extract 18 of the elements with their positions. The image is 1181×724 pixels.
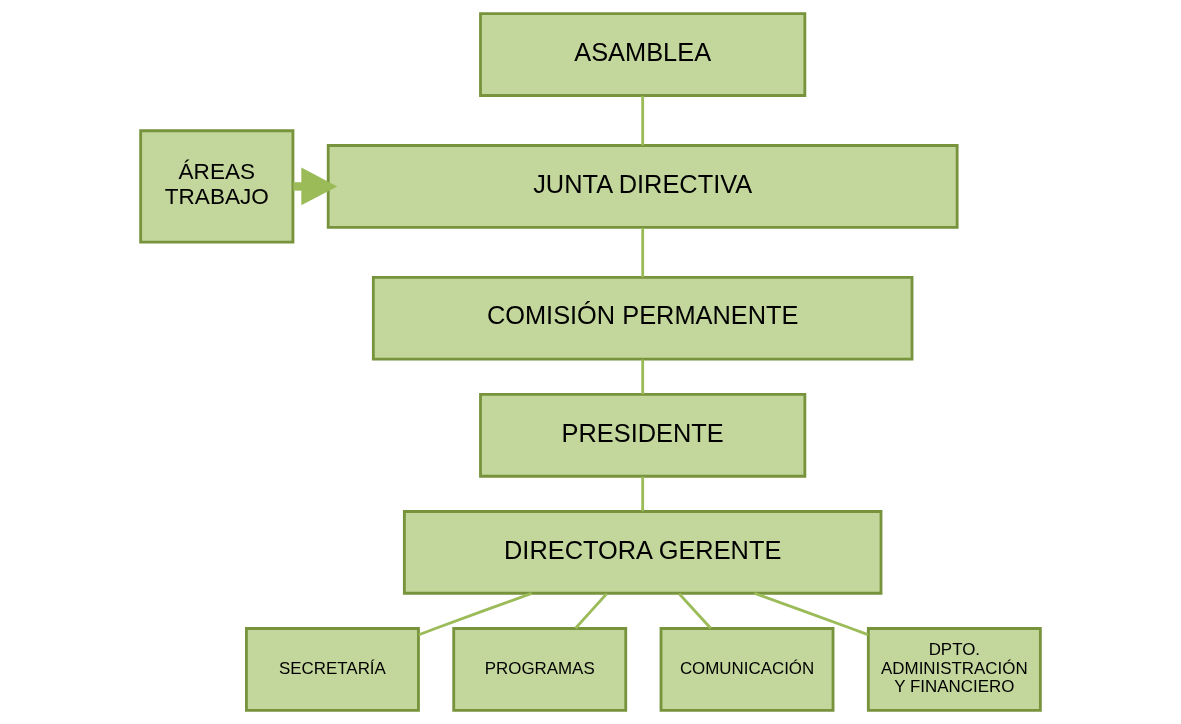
- connector: [641, 359, 645, 395]
- connector: [678, 592, 712, 630]
- connector: [641, 227, 645, 278]
- node-box: SECRETARÍA: [245, 627, 420, 712]
- node-box: ASAMBLEA: [479, 12, 807, 97]
- connector: [641, 96, 645, 146]
- node-box: COMUNICACIÓN: [659, 627, 835, 712]
- node-box: COMISIÓN PERMANENTE: [371, 275, 914, 361]
- node-box: DPTO. ADMINISTRACIÓN Y FINANCIERO: [866, 627, 1042, 712]
- connector: [418, 592, 533, 637]
- node-box: PRESIDENTE: [479, 393, 807, 478]
- connector: [574, 592, 608, 630]
- node-box: PROGRAMAS: [452, 627, 628, 712]
- node-box: ÁREAS TRABAJO: [139, 129, 295, 244]
- node-box: DIRECTORA GERENTE: [402, 510, 883, 595]
- connector: [641, 476, 645, 512]
- node-box: JUNTA DIRECTIVA: [326, 144, 959, 229]
- connector: [753, 591, 869, 636]
